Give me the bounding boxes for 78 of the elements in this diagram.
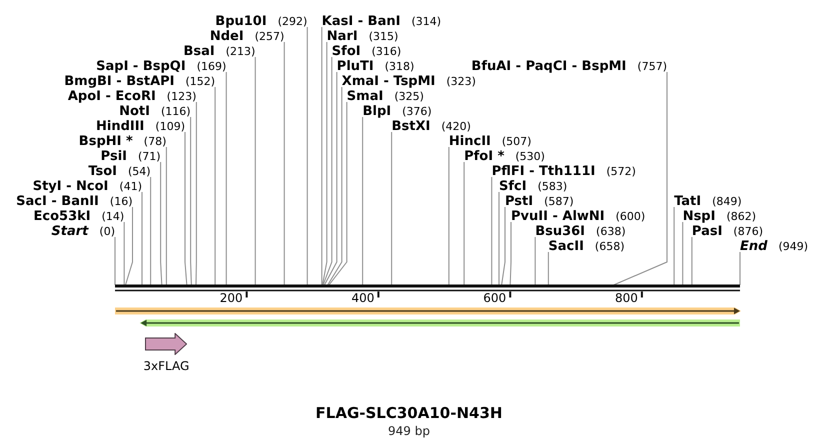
leader-line <box>321 26 322 286</box>
leader-line <box>510 222 512 286</box>
tick-label: 400 <box>351 291 374 305</box>
site-label: Start (0) <box>51 223 115 237</box>
site-label: SacII (658) <box>548 238 624 252</box>
site-label: Bsu36I (638) <box>535 223 626 237</box>
leader-line <box>150 176 152 286</box>
leader-line <box>322 42 328 286</box>
leader-line <box>125 206 133 286</box>
site-label: TatI (849) <box>674 193 742 207</box>
tick-label: 200 <box>220 291 243 305</box>
leader-line <box>327 86 342 286</box>
site-label: TsoI (54) <box>88 163 151 177</box>
site-label: XmaI - TspMI (323) <box>342 73 476 87</box>
leader-line <box>691 236 692 286</box>
site-label: SapI - BspQI (169) <box>96 58 226 72</box>
leader-line <box>114 236 116 286</box>
leader-line <box>362 116 364 286</box>
leader-line <box>190 116 192 286</box>
site-label: Bpu10I (292) <box>215 13 308 27</box>
leader-line <box>613 72 668 286</box>
sequence-bar <box>115 284 740 292</box>
leader-line <box>124 222 125 286</box>
site-label: PasI (876) <box>692 223 764 237</box>
site-label: PflFI - Tth111I (572) <box>492 163 636 177</box>
caption: 949 bp <box>388 424 430 438</box>
site-label: PfoI * (530) <box>464 148 545 162</box>
leader-line <box>448 146 450 286</box>
site-label: SacI - BanII (16) <box>16 193 132 207</box>
tick-label: 800 <box>614 291 638 305</box>
site-label: SfoI (316) <box>332 43 402 57</box>
site-label: NarI (315) <box>326 28 398 42</box>
site-label: BsaI (213) <box>183 43 256 57</box>
leader-line <box>184 132 188 286</box>
site-label: BfuAI - PaqCI - BspMI (757) <box>471 58 667 72</box>
site-label: PluTI (318) <box>336 58 414 72</box>
site-label: PsiI (71) <box>100 148 161 162</box>
site-label: NdeI (257) <box>210 28 284 42</box>
leader-line <box>226 72 227 286</box>
site-label: NotI (116) <box>119 103 191 117</box>
leader-line <box>324 72 338 286</box>
site-label: BmgBI - BstAPI (152) <box>64 73 216 87</box>
site-label: BlpI (376) <box>362 103 432 117</box>
leader-line <box>328 102 348 286</box>
leader-line <box>534 236 536 286</box>
site-label: StyI - NcoI (41) <box>32 178 142 192</box>
site-label: PstI (587) <box>505 193 574 207</box>
leader-line <box>391 132 392 286</box>
leader-line <box>501 206 506 286</box>
site-label: NspI (862) <box>682 208 756 222</box>
leader-line <box>674 206 675 286</box>
leader-line <box>498 192 500 286</box>
site-label: HincII (507) <box>448 133 532 147</box>
leader-line <box>196 102 197 286</box>
site-label: BstXI (420) <box>392 118 471 132</box>
site-label: Eco53kI (14) <box>34 208 124 222</box>
site-label: PvuII - AlwNI (600) <box>511 208 646 222</box>
site-label: KasI - BanI (314) <box>322 13 442 27</box>
tick-label: 600 <box>483 291 506 305</box>
leader-line <box>284 42 285 286</box>
feature-label: 3xFLAG <box>143 359 190 373</box>
leader-line <box>491 176 492 286</box>
site-label: End (949) <box>740 238 808 252</box>
site-label: BspHI * (78) <box>78 133 166 147</box>
title: FLAG-SLC30A10-N43H <box>316 404 502 422</box>
site-label: SfcI (583) <box>499 178 568 192</box>
site-label: HindIII (109) <box>96 118 185 132</box>
leader-line <box>254 56 256 286</box>
leader-line <box>322 56 332 286</box>
leader-line <box>682 222 684 286</box>
site-label: ApoI - EcoRI (123) <box>68 88 196 102</box>
site-label: SmaI (325) <box>346 88 424 102</box>
leader-line <box>548 252 549 286</box>
leader-line <box>166 146 167 286</box>
leader-line <box>306 26 308 286</box>
leader-line <box>464 162 465 286</box>
leader-line <box>160 162 162 286</box>
leader-line <box>214 86 216 286</box>
